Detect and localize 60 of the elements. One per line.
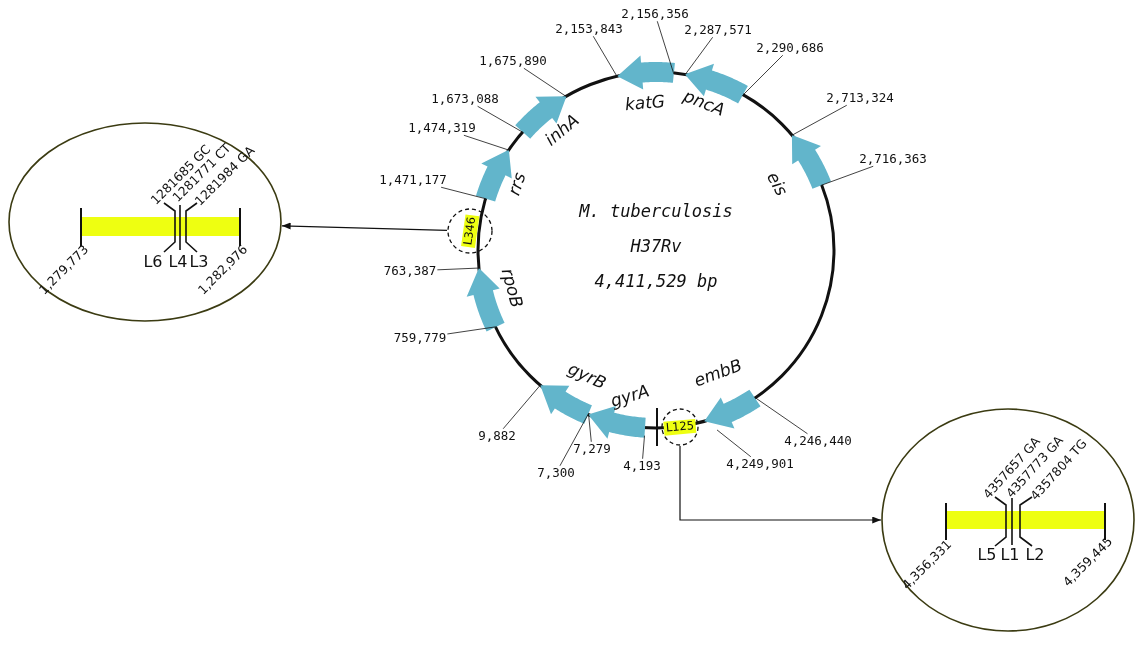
leader-line (742, 54, 784, 96)
leader-line (820, 165, 874, 186)
coordinate-label: 759,779 (393, 331, 447, 345)
coordinate-label: 2,287,571 (684, 23, 752, 37)
leader-line (642, 435, 645, 460)
gene-name: rpoB (498, 266, 526, 310)
coordinate-label: 1,675,890 (479, 54, 547, 68)
leader-line (436, 267, 481, 271)
leader-line (684, 36, 714, 76)
leader-line (440, 186, 487, 200)
leader-line (716, 429, 752, 458)
leader-line (588, 413, 592, 443)
gene-name: embB (691, 356, 745, 390)
coordinate-label: 763,387 (383, 264, 437, 278)
region-label: L346 (461, 214, 479, 248)
leader-line (523, 67, 568, 98)
coordinate-label: 2,153,843 (555, 22, 623, 36)
coordinate-label: 4,249,901 (726, 457, 794, 471)
coordinate-label: 4,246,440 (784, 434, 852, 448)
coordinate-label: 1,673,088 (431, 92, 499, 106)
gene-name: eis (763, 169, 791, 199)
leader-line (656, 20, 675, 75)
dashed-circle (447, 208, 493, 254)
locus-label: L5 (977, 547, 997, 563)
genome-label: 4,411,529 bp (594, 272, 718, 290)
leader-line (754, 396, 808, 435)
region-label: L125 (663, 418, 697, 436)
leader-line (790, 104, 848, 137)
genome-label: H37Rv (630, 237, 682, 255)
gene-name: rrs (505, 170, 529, 198)
locus-label: L4 (168, 254, 188, 270)
coordinate-label: 1,471,177 (379, 173, 447, 187)
leader-line (463, 134, 511, 151)
leader-line (502, 384, 542, 430)
leader-line (446, 326, 497, 335)
leader-line (592, 35, 618, 78)
gene-name: gyrB (565, 359, 609, 393)
locus-label: L6 (143, 254, 163, 270)
coordinate-label: 7,300 (537, 466, 575, 480)
gene-name: pncA (681, 87, 727, 119)
coordinate-label: 9,882 (478, 429, 516, 443)
coordinate-label: 4,193 (623, 459, 661, 473)
locus-label: L2 (1025, 547, 1045, 563)
locus-label: L1 (1000, 547, 1020, 563)
coordinate-label: 2,290,686 (756, 41, 824, 55)
coordinate-label: 2,713,324 (826, 91, 894, 105)
dashed-circle (661, 408, 699, 446)
genome-label: M. tuberculosis (579, 202, 733, 220)
coordinate-label: 7,279 (573, 442, 611, 456)
gene-name: gyrA (608, 382, 652, 410)
coordinate-label: 1,474,319 (408, 121, 476, 135)
coordinate-label: 2,156,356 (621, 7, 689, 21)
arrow (679, 445, 882, 524)
gene-name: katG (624, 92, 666, 114)
arrow (281, 222, 448, 231)
leader-line (559, 413, 589, 467)
leader-line (477, 105, 524, 134)
zoom-oval (8, 122, 282, 322)
zoom-oval (881, 408, 1135, 632)
coordinate-label: 2,716,363 (859, 152, 927, 166)
